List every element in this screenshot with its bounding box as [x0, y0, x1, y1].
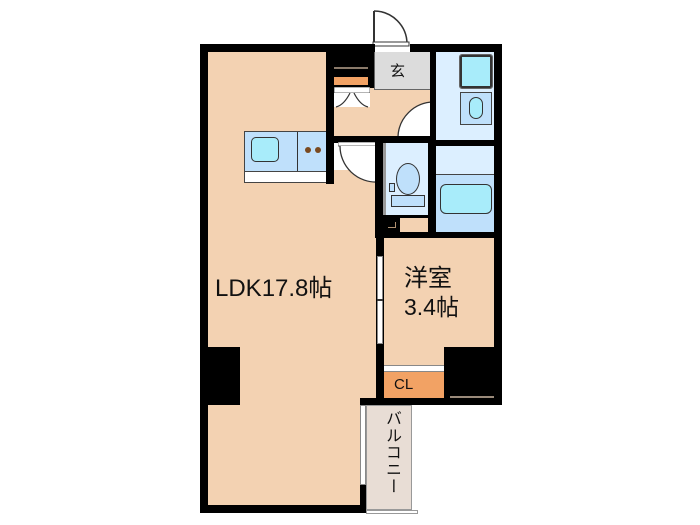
stove-burner-icon [315, 147, 321, 153]
ldk-label: LDK17.8帖 [215, 275, 333, 302]
kitchen-counter [244, 131, 328, 183]
window-sill-right [450, 396, 494, 398]
sliding-door-western[interactable] [377, 256, 383, 344]
bathtub-icon [440, 184, 492, 214]
wall-bath-bottom [375, 232, 502, 238]
storage-shelf-line [334, 67, 368, 69]
storage-door-icon [334, 87, 370, 108]
wall-toilet-right [428, 140, 436, 238]
outer-wall-right [494, 44, 502, 402]
western-room-label: 洋室 [404, 265, 452, 292]
toilet-room[interactable] [383, 143, 429, 215]
toilet-paper-icon [389, 183, 395, 192]
counter-divider [297, 132, 298, 171]
ldk-floor-lower [330, 170, 376, 400]
washing-machine-icon [459, 54, 493, 89]
wall-western-bottom [360, 398, 502, 405]
toilet-bowl-icon [396, 163, 420, 195]
western-room[interactable]: 洋室 3.4帖 [384, 238, 494, 350]
bathroom[interactable] [436, 140, 494, 234]
structural-column-left [205, 347, 240, 405]
balcony-label: バルコニー [383, 410, 400, 495]
vanity-sink-icon [460, 92, 492, 125]
ldk-door-icon [338, 142, 379, 183]
balcony-rail [366, 510, 418, 514]
ldk-floor [208, 52, 332, 505]
washroom-door-icon [397, 101, 435, 139]
wall-hall-washroom [430, 44, 436, 144]
ldk-floor-bottom [330, 398, 360, 505]
balcony-wall-stub [360, 485, 368, 513]
structural-column-right [444, 347, 502, 402]
entrance-area[interactable]: 玄 [374, 52, 430, 90]
pipe-shaft-icon [388, 222, 396, 228]
washroom[interactable] [436, 52, 494, 140]
kitchen-sink-icon [251, 137, 279, 162]
toilet-tank-icon [391, 195, 425, 207]
entrance-door-icon [372, 10, 410, 47]
outer-wall-top-left [200, 44, 375, 52]
storage-shelf [334, 77, 368, 85]
vanity-basin-icon [469, 97, 483, 119]
entrance-label: 玄 [390, 63, 406, 80]
hall-step [400, 218, 428, 235]
closet-door-rail [384, 365, 446, 372]
stove-burner-icon [305, 147, 311, 153]
outer-wall-left [200, 44, 208, 513]
balcony-window-sash[interactable] [360, 405, 366, 485]
wall-ldk-kitchen [326, 44, 334, 184]
western-room-lower [384, 350, 446, 365]
western-room-size: 3.4帖 [404, 294, 459, 320]
balcony[interactable]: バルコニー [366, 405, 412, 510]
closet-label: CL [394, 376, 414, 393]
outer-wall-top-right [410, 44, 502, 52]
bathroom-divider-wall [436, 140, 494, 146]
outer-wall-bottom [200, 505, 368, 513]
counter-front [245, 171, 327, 182]
wall-hall-bottom [326, 136, 436, 143]
sliding-door-divider [377, 299, 383, 301]
closet[interactable]: CL [384, 372, 446, 400]
wall-toilet-left [375, 140, 383, 238]
